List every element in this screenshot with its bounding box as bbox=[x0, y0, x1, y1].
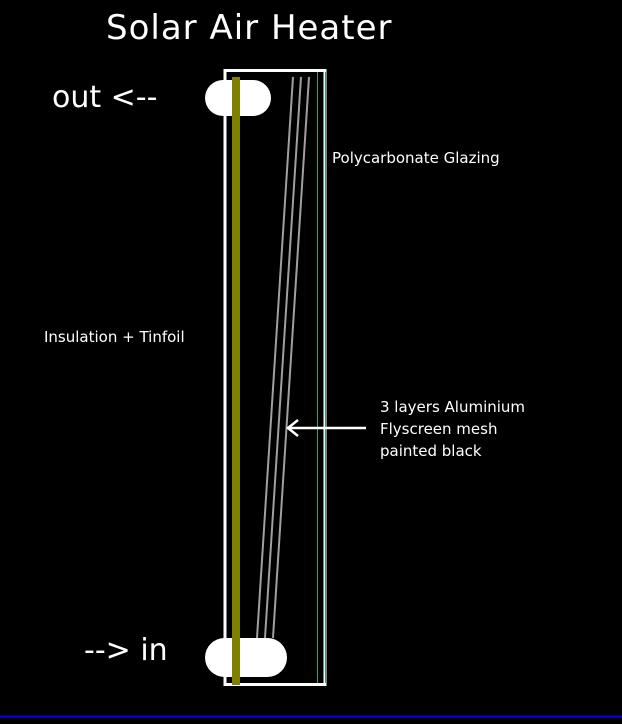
outlet-label: out <-- bbox=[52, 80, 158, 115]
inlet-label: --> in bbox=[84, 633, 168, 668]
mesh-label-line-2: Flyscreen mesh bbox=[380, 420, 498, 438]
diagram-title: Solar Air Heater bbox=[106, 8, 393, 48]
insulation-label: Insulation + Tinfoil bbox=[44, 328, 185, 346]
mesh-arrow-head bbox=[285, 419, 299, 437]
glazing-label: Polycarbonate Glazing bbox=[332, 149, 500, 167]
insulation-tinfoil-layer bbox=[232, 77, 240, 685]
inlet-port bbox=[205, 638, 287, 677]
mesh-label-line-3: painted black bbox=[380, 442, 482, 460]
mesh-layer-3 bbox=[272, 76, 310, 639]
mesh-label-line-1: 3 layers Aluminium bbox=[380, 398, 526, 416]
mesh-layer-2 bbox=[264, 76, 302, 639]
mesh-layer-1 bbox=[256, 76, 294, 639]
